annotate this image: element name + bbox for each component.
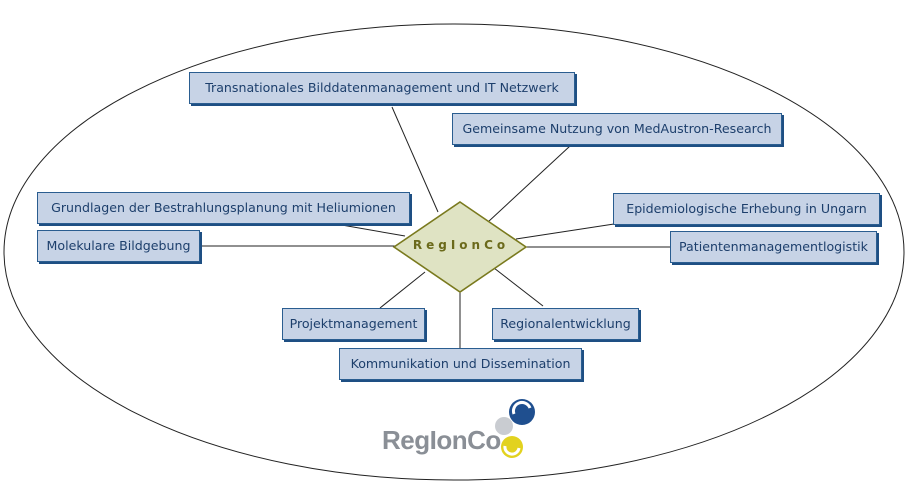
node-transnationales-bilddatenmanagement: Transnationales Bilddatenmanagement und … [189, 72, 575, 104]
center-label: RegIonCo [412, 238, 510, 252]
node-patientenmanagementlogistik: Patientenmanagementlogistik [670, 231, 877, 263]
node-grundlagen-bestrahlungsplanung: Grundlagen der Bestrahlungsplanung mit H… [37, 192, 410, 224]
connector-line [487, 145, 571, 223]
regionco-logo-text: RegIonCo [382, 425, 501, 455]
logo-yellow-swirl [503, 445, 521, 456]
logo-gray-circle [495, 417, 513, 435]
node-molekulare-bildgebung: Molekulare Bildgebung [37, 230, 200, 262]
connector-line [493, 267, 544, 307]
connector-line [379, 271, 426, 309]
connector-line [335, 223, 406, 237]
outer-ellipse [3, 23, 905, 481]
node-regionalentwicklung: Regionalentwicklung [492, 308, 639, 340]
connectors [200, 106, 670, 348]
node-kommunikation-dissemination: Kommunikation und Dissemination [339, 348, 582, 380]
node-epidemiologische-erhebung: Epidemiologische Erhebung in Ungarn [613, 193, 880, 225]
regionco-logo-graphic [495, 399, 535, 458]
node-projektmanagement: Projektmanagement [282, 308, 425, 340]
connector-line [391, 106, 439, 213]
logo-blue-swirl [511, 400, 532, 415]
node-gemeinsame-nutzung-medaustron: Gemeinsame Nutzung von MedAustron-Resear… [452, 113, 782, 145]
connector-line [515, 223, 615, 240]
center-diamond [392, 201, 528, 293]
